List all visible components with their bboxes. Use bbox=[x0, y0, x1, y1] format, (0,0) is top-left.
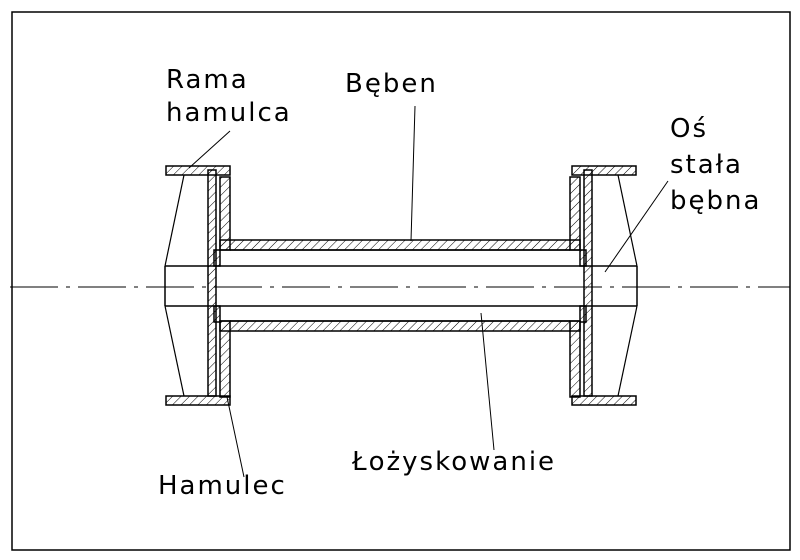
label-brake: Hamulec bbox=[158, 471, 287, 501]
leader-lines bbox=[188, 105, 669, 478]
fixed-axle bbox=[164, 265, 638, 307]
bearing-hub bbox=[213, 249, 587, 323]
label-drum: Bęben bbox=[345, 69, 438, 99]
left-brake bbox=[165, 165, 231, 406]
label-bearing: Łożyskowanie bbox=[352, 447, 557, 477]
label-fixed-axle: Oś stała bębna bbox=[670, 111, 761, 219]
label-fixed-axle-line3: bębna bbox=[670, 186, 762, 216]
right-brake bbox=[571, 165, 637, 406]
label-fixed-axle-line2: stała bbox=[670, 150, 743, 180]
brake-frame bbox=[164, 174, 638, 397]
drawing-border bbox=[11, 11, 791, 551]
label-brake-frame-line1: Rama bbox=[166, 65, 249, 95]
label-fixed-axle-line1: Oś bbox=[670, 114, 709, 144]
label-brake-frame-line2: hamulca bbox=[166, 98, 292, 128]
drum bbox=[219, 176, 581, 398]
